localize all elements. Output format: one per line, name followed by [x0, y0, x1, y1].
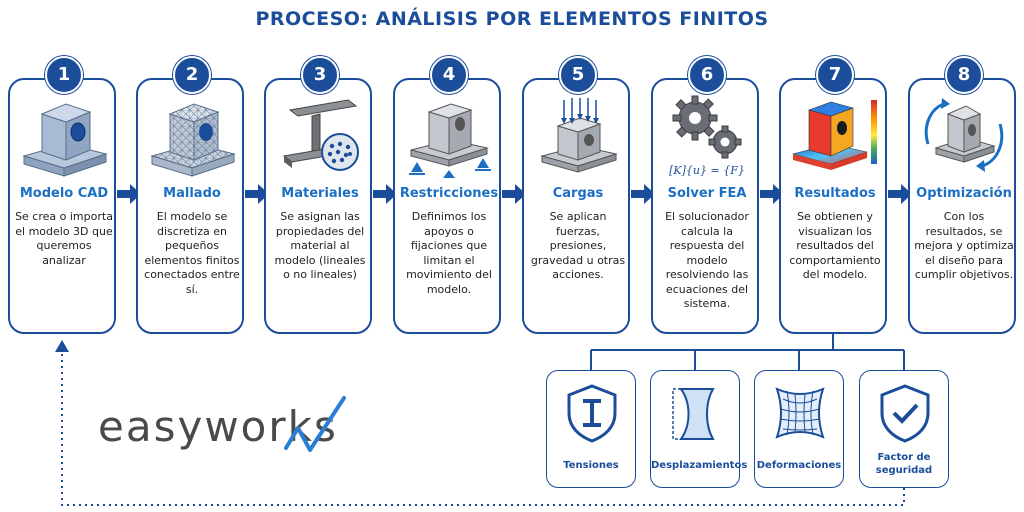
page-title: PROCESO: ANÁLISIS POR ELEMENTOS FINITOS — [255, 8, 769, 30]
flow-arrow-icon — [373, 184, 397, 204]
check-shield-icon — [880, 384, 930, 443]
equation-text: [K]{u} = {F} — [669, 164, 745, 177]
step-title: Mallado — [163, 186, 221, 201]
step-number-badge-2: 2 — [173, 56, 211, 94]
step-title: Restricciones — [399, 186, 499, 201]
material-beam-icon — [282, 99, 359, 171]
step-description: Se asignan las propiedades del material … — [274, 210, 366, 281]
step-card-6: [K]{u} = {F} Solver FEA El solucionador ca… — [651, 78, 759, 334]
step-number-badge-7: 7 — [816, 56, 854, 94]
step-description: El solucionador calcula la respuesta del… — [665, 210, 749, 310]
displacement-icon — [672, 388, 715, 440]
step-description: Se crea o importa el modelo 3D que quere… — [15, 210, 113, 267]
step-card-5: Cargas Se aplican fuerzas, presiones, gra… — [522, 78, 630, 334]
result-factor-seguridad: Factor de seguridad — [859, 370, 949, 488]
result-tensiones: Tensiones — [546, 370, 636, 488]
step-title: Resultados — [794, 186, 876, 201]
flow-arrow-icon — [760, 184, 784, 204]
i-beam-shield-icon — [567, 384, 617, 443]
step-description: Se aplican fuerzas, presiones, gravedad … — [530, 210, 626, 281]
flow-arrow-icon — [117, 184, 141, 204]
easyworks-logo: easyworks — [98, 402, 338, 451]
flow-arrow-icon — [631, 184, 655, 204]
step-description: Con los resultados, se mejora y optimiza… — [914, 210, 1014, 281]
step-title: Modelo CAD — [19, 186, 109, 201]
step-description: El modelo se discretiza en pequeños elem… — [144, 210, 240, 296]
cad-block-icon — [22, 103, 108, 177]
step-title: Cargas — [552, 186, 604, 201]
support-block-icon — [409, 103, 491, 178]
step-title: Materiales — [281, 186, 359, 201]
flow-arrow-icon — [502, 184, 526, 204]
step-card-1: Modelo CAD Se crea o importa el modelo 3D… — [8, 78, 116, 334]
result-desplazamientos: Desplazamientos — [650, 370, 747, 488]
step-card-3: Materiales Se asignan las propiedades del… — [264, 78, 372, 334]
flow-arrow-icon — [245, 184, 269, 204]
step-description: Definimos los apoyos o fijaciones que li… — [406, 210, 492, 296]
deformation-mesh-icon — [775, 387, 825, 439]
step-number-badge-6: 6 — [688, 56, 726, 94]
step-title: Optimización — [916, 186, 1012, 201]
step-description: Se obtienen y visualizan los resultados … — [789, 210, 881, 281]
load-block-icon — [540, 98, 618, 173]
step-number-badge-5: 5 — [559, 56, 597, 94]
mesh-block-icon — [150, 103, 236, 177]
step-number-badge-1: 1 — [45, 56, 83, 94]
step-card-7: Resultados Se obtienen y visualizan los r… — [779, 78, 887, 334]
step-number-badge-4: 4 — [430, 56, 468, 94]
step-title: Solver FEA — [667, 186, 747, 201]
results-heatmap-icon — [791, 100, 877, 170]
gears-icon: [K]{u} = {F} — [669, 95, 745, 177]
optimization-cycle-icon — [924, 98, 1004, 172]
step-number-badge-8: 8 — [945, 56, 983, 94]
result-deformaciones: Deformaciones — [754, 370, 844, 488]
step-card-2: Mallado El modelo se discretiza en pequeñ… — [136, 78, 244, 334]
logo-check-mark-icon — [284, 396, 346, 452]
step-number-badge-3: 3 — [301, 56, 339, 94]
flow-arrow-icon — [888, 184, 912, 204]
